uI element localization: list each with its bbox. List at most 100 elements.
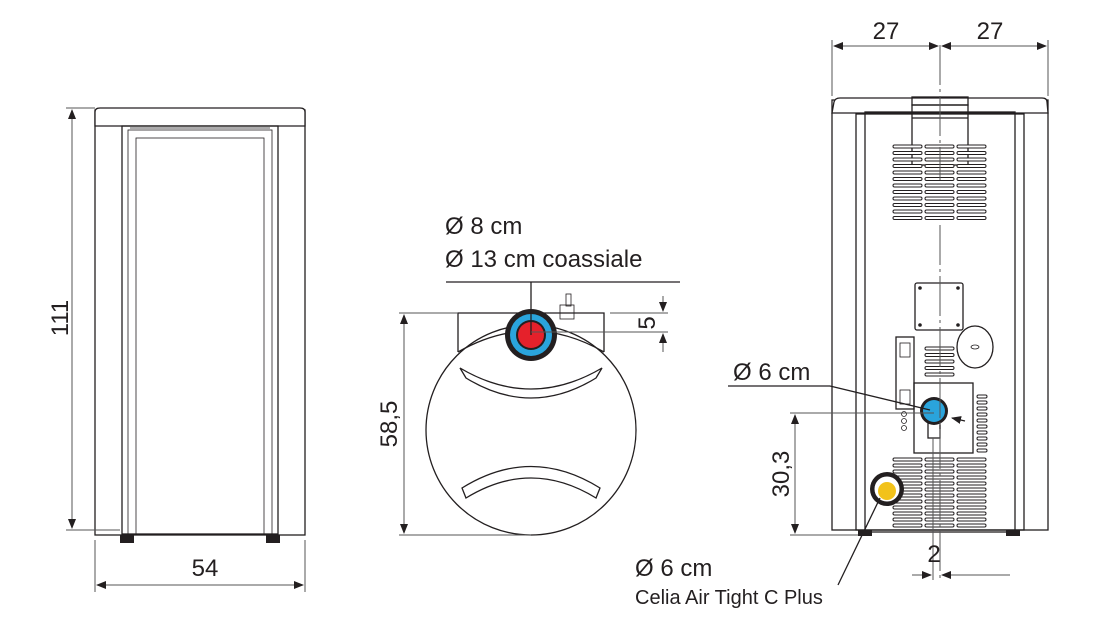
back-foot-left: [858, 530, 872, 536]
vent-slot: [892, 463, 923, 468]
screw: [956, 286, 960, 290]
depth-label: 58,5: [376, 401, 403, 448]
indicator: [901, 418, 907, 424]
front-foot-right: [266, 535, 280, 543]
top-connector: [559, 304, 575, 320]
front-body-outline: [94, 109, 306, 536]
back-foot-right: [1006, 530, 1020, 536]
vent-slot: [924, 203, 955, 207]
vent-slot: [892, 151, 923, 155]
vent-slot: [956, 209, 987, 214]
flue-coaxial-label: Ø 13 cm coassiale: [445, 246, 642, 273]
vent-slot: [892, 190, 923, 194]
inspection-cap-knob: [970, 344, 980, 350]
vent-slot: [976, 400, 988, 405]
fan-plate: [913, 382, 974, 454]
half-width-right-label: 27: [977, 18, 1004, 45]
vent-slot: [956, 196, 987, 201]
vent-slot: [956, 183, 987, 188]
front-glass: [135, 137, 265, 535]
vent-slot: [924, 475, 955, 480]
vent-slot: [892, 216, 923, 220]
vent-slot: [892, 196, 923, 201]
vent-slot: [892, 144, 923, 149]
access-plate: [914, 282, 964, 331]
vent-slot: [924, 196, 955, 201]
vent-slot: [956, 151, 987, 155]
vent-slot: [956, 475, 987, 480]
vent-slot: [956, 190, 987, 194]
vent-slot: [956, 505, 987, 510]
screw: [918, 323, 922, 327]
inlet-arrow: [951, 416, 966, 424]
vent-slot: [924, 190, 955, 194]
half-width-left-label: 27: [873, 18, 900, 45]
front-foot-left: [120, 535, 134, 543]
vent-slot: [956, 499, 987, 504]
vent-slot: [956, 469, 987, 474]
vent-slot: [976, 442, 988, 447]
vent-slot: [976, 424, 988, 429]
vent-slot: [976, 412, 988, 417]
inlet-leader-line: [829, 385, 931, 411]
inspection-cap: [956, 325, 994, 369]
air-outlet-label: Ø 6 cm: [635, 555, 712, 582]
top-view: Ø 8 cm Ø 13 cm coassiale 5 58,5: [376, 213, 680, 536]
vent-grille-top: [892, 144, 987, 220]
top-lower-grille: [461, 465, 601, 499]
vent-slot: [924, 469, 955, 474]
screw: [918, 286, 922, 290]
vent-slot: [892, 457, 923, 462]
vent-slot: [976, 394, 988, 399]
vent-slot: [976, 448, 988, 453]
vent-slot: [892, 469, 923, 474]
vent-slot: [956, 511, 987, 516]
height-label: 111: [47, 300, 74, 336]
vent-slot: [956, 487, 987, 492]
vent-slot: [956, 523, 987, 528]
vent-slot: [956, 164, 987, 168]
air-outlet-icon: [870, 472, 904, 506]
vent-slot: [956, 457, 987, 462]
front-view: 111 54: [47, 107, 306, 592]
vent-slot: [892, 505, 923, 510]
flue-diameter-label: Ø 8 cm: [445, 213, 522, 240]
screw: [956, 323, 960, 327]
outlet-leader-line: [837, 497, 881, 586]
vent-slot: [956, 463, 987, 468]
flue-offset-label: 5: [634, 316, 661, 329]
vent-slot: [892, 523, 923, 528]
vent-slot: [976, 430, 988, 435]
vent-slot: [956, 216, 987, 220]
back-view: 27 27 Ø 6 cm 30,3 2 Ø 6 cm Celia Air Tig…: [635, 18, 1049, 609]
air-inlet-label: Ø 6 cm: [733, 359, 810, 386]
vent-slot: [892, 511, 923, 516]
vent-slot: [892, 157, 923, 162]
vent-slot: [956, 493, 987, 498]
vent-slot: [924, 216, 955, 220]
vent-slot: [976, 436, 988, 441]
vent-slot: [956, 177, 987, 181]
vent-slot: [956, 481, 987, 486]
front-top-cap: [94, 107, 306, 127]
indicator: [901, 425, 907, 431]
vent-slot: [924, 183, 955, 188]
indicator: [901, 411, 907, 417]
vent-slot: [892, 183, 923, 188]
top-connector-pin: [565, 293, 572, 307]
vent-slot: [956, 203, 987, 207]
vent-slot: [956, 157, 987, 162]
vent-slot: [892, 177, 923, 181]
width-label: 54: [192, 555, 219, 582]
vent-slot: [956, 144, 987, 149]
vent-slot: [892, 203, 923, 207]
top-front-handle: [459, 367, 603, 399]
vent-slot: [924, 209, 955, 214]
vent-slot: [892, 209, 923, 214]
vent-slot: [892, 164, 923, 168]
power-socket-panel: [895, 336, 915, 410]
model-name-label: Celia Air Tight C Plus: [635, 587, 823, 609]
power-switch: [899, 342, 911, 358]
vent-slot: [956, 170, 987, 175]
